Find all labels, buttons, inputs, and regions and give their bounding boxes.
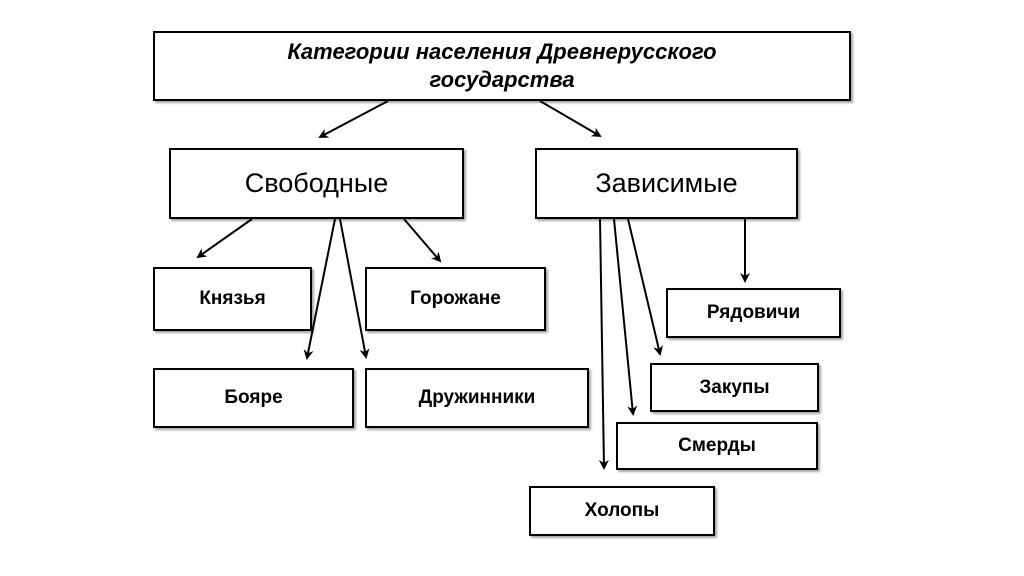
druzhinniki-box: Дружинники bbox=[365, 368, 589, 428]
kholopy-box: Холопы bbox=[529, 486, 715, 536]
dependent-category-label: Зависимые bbox=[595, 168, 738, 198]
arrow-title-to-free bbox=[318, 100, 389, 138]
zakupy-box: Закупы bbox=[650, 363, 819, 412]
smerdy-box: Смерды bbox=[616, 422, 818, 470]
diagram-title-text: Категории населения Древнерусского госуд… bbox=[287, 39, 717, 92]
princes-box: Князья bbox=[153, 267, 312, 331]
townspeople-box: Горожане bbox=[365, 267, 546, 331]
arrow-dependent-to-kholopy bbox=[598, 218, 609, 470]
druzhinniki-label: Дружинники bbox=[418, 387, 536, 408]
ryadovichi-box: Рядовичи bbox=[666, 288, 841, 338]
free-category-box: Свободные bbox=[169, 148, 464, 219]
ryadovichi-label: Рядовичи bbox=[706, 302, 801, 323]
dependent-category-box: Зависимые bbox=[535, 148, 798, 219]
arrow-free-to-boyars bbox=[303, 218, 336, 360]
arrow-free-to-druzhinniki bbox=[339, 218, 370, 359]
arrow-free-to-townspeople bbox=[403, 218, 442, 263]
arrow-dependent-to-zakupy bbox=[627, 218, 664, 356]
boyars-label: Бояре bbox=[224, 387, 283, 408]
free-category-label: Свободные bbox=[244, 168, 389, 198]
smerdy-label: Смерды bbox=[678, 435, 756, 456]
arrow-free-to-princes bbox=[196, 218, 253, 259]
kholopy-label: Холопы bbox=[584, 500, 660, 521]
arrow-dependent-to-smerdy bbox=[613, 218, 638, 416]
diagram-title: Категории населения Древнерусского госуд… bbox=[153, 31, 851, 101]
princes-label: Князья bbox=[199, 288, 266, 309]
boyars-box: Бояре bbox=[153, 368, 354, 428]
townspeople-label: Горожане bbox=[410, 288, 501, 309]
arrow-title-to-dependent bbox=[539, 100, 602, 138]
zakupy-label: Закупы bbox=[699, 376, 770, 398]
